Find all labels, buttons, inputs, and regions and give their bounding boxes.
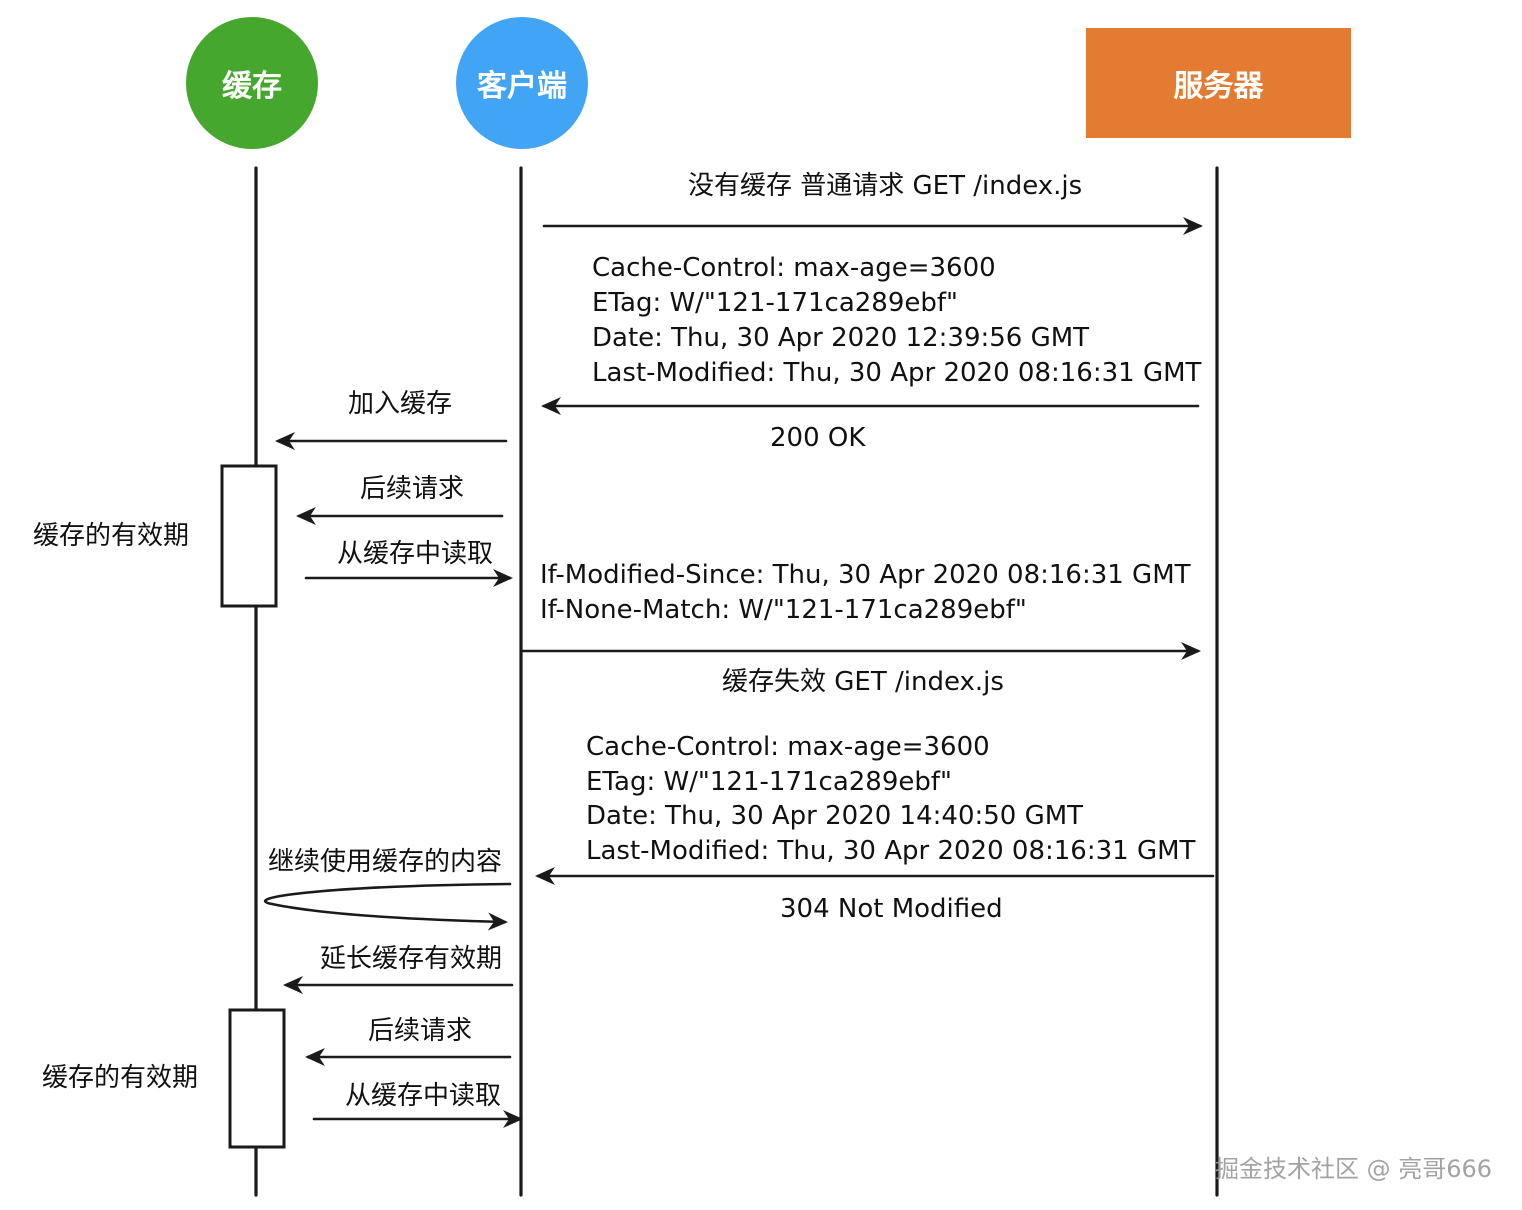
cache-participant-label: 缓存 [222,69,282,104]
add-to-cache-label: 加入缓存 [348,389,453,419]
read-from-cache-label-1: 从缓存中读取 [337,539,494,569]
server-participant-label: 服务器 [1173,69,1264,104]
server-participant: 服务器 [1086,28,1351,138]
response2-status: 304 Not Modified [780,894,1003,924]
response1-header-4: Last-Modified: Thu, 30 Apr 2020 08:16:31… [592,358,1202,388]
response1-header-3: Date: Thu, 30 Apr 2020 12:39:56 GMT [592,323,1090,353]
extend-cache-label: 延长缓存有效期 [320,944,503,974]
arrow-continue-use-cache [264,882,512,931]
watermark: 掘金技术社区 @ 亮哥666 [1215,1155,1493,1183]
response2-header-3: Date: Thu, 30 Apr 2020 14:40:50 GMT [586,801,1084,831]
subsequent-request-label-1: 后续请求 [360,474,465,504]
continue-use-cache-label: 继续使用缓存的内容 [268,847,503,877]
read-from-cache-label-2: 从缓存中读取 [345,1081,502,1111]
response1-header-2: ETag: W/"121-171ca289ebf" [592,288,958,318]
cache-validity-label-1: 缓存的有效期 [33,521,190,551]
cache-participant: 缓存 [186,17,318,149]
response2-header-1: Cache-Control: max-age=3600 [586,732,990,762]
conditional-header-1: If-Modified-Since: Thu, 30 Apr 2020 08:1… [540,560,1191,590]
cache-validity-box-1 [220,464,278,608]
subsequent-request-label-2: 后续请求 [368,1016,473,1046]
client-participant: 客户端 [456,17,588,149]
response2-header-4: Last-Modified: Thu, 30 Apr 2020 08:16:31… [586,836,1196,866]
response1-header-1: Cache-Control: max-age=3600 [592,253,996,283]
response2-header-2: ETag: W/"121-171ca289ebf" [586,767,952,797]
no-cache-request-label: 没有缓存 普通请求 GET /index.js [688,171,1083,201]
cache-expired-request-label: 缓存失效 GET /index.js [722,667,1004,697]
conditional-header-2: If-None-Match: W/"121-171ca289ebf" [540,595,1027,625]
cache-validity-box-2 [228,1008,286,1149]
response1-status: 200 OK [770,423,866,453]
cache-validity-label-2: 缓存的有效期 [42,1063,199,1093]
client-participant-label: 客户端 [477,69,567,104]
